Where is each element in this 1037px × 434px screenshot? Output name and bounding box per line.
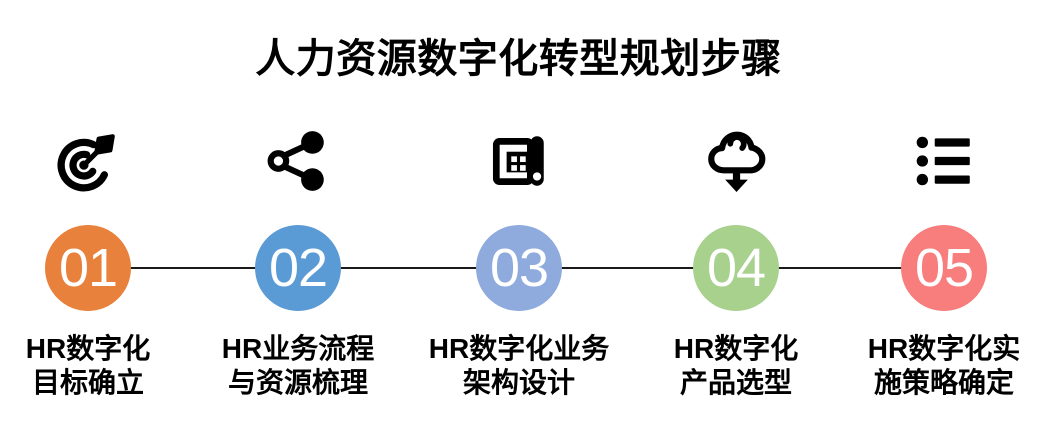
blueprint-icon	[485, 127, 553, 195]
step-5-number-badge: 05	[901, 225, 987, 311]
step-4-label: HR数字化 产品选型	[626, 332, 846, 400]
step-3-label-line2: 架构设计	[462, 367, 575, 398]
step-1-number-badge: 01	[45, 225, 131, 311]
cloud-download-icon	[702, 127, 770, 195]
step-5-label-line2: 施策略确定	[873, 367, 1014, 398]
step-4: 04 HR数字化 产品选型	[626, 0, 846, 434]
step-3-number-badge: 03	[476, 225, 562, 311]
step-1-label-line1: HR数字化	[25, 333, 151, 364]
step-3-label: HR数字化业务 架构设计	[409, 332, 629, 400]
page-title: 人力资源数字化转型规划步骤	[255, 37, 782, 81]
step-2-number-badge: 02	[255, 225, 341, 311]
step-2-label-line1: HR业务流程	[221, 333, 375, 364]
step-5: 05 HR数字化实 施策略确定	[834, 0, 1037, 434]
step-5-label-line1: HR数字化实	[867, 333, 1021, 364]
step-4-number-badge: 04	[693, 225, 779, 311]
checklist-icon	[910, 127, 978, 195]
step-5-label: HR数字化实 施策略确定	[834, 332, 1037, 400]
share-network-icon	[264, 127, 332, 195]
step-3: 03 HR数字化业务 架构设计	[409, 0, 629, 434]
step-1: 01 HR数字化 目标确立	[0, 0, 198, 434]
step-4-label-line1: HR数字化	[673, 333, 799, 364]
step-3-label-line1: HR数字化业务	[428, 333, 610, 364]
step-4-label-line2: 产品选型	[679, 367, 792, 398]
step-2: 02 HR业务流程 与资源梳理	[188, 0, 408, 434]
step-2-label: HR业务流程 与资源梳理	[188, 332, 408, 400]
step-1-label: HR数字化 目标确立	[0, 332, 198, 400]
step-2-label-line2: 与资源梳理	[227, 367, 368, 398]
target-dart-icon	[54, 127, 122, 195]
step-1-label-line2: 目标确立	[31, 367, 144, 398]
